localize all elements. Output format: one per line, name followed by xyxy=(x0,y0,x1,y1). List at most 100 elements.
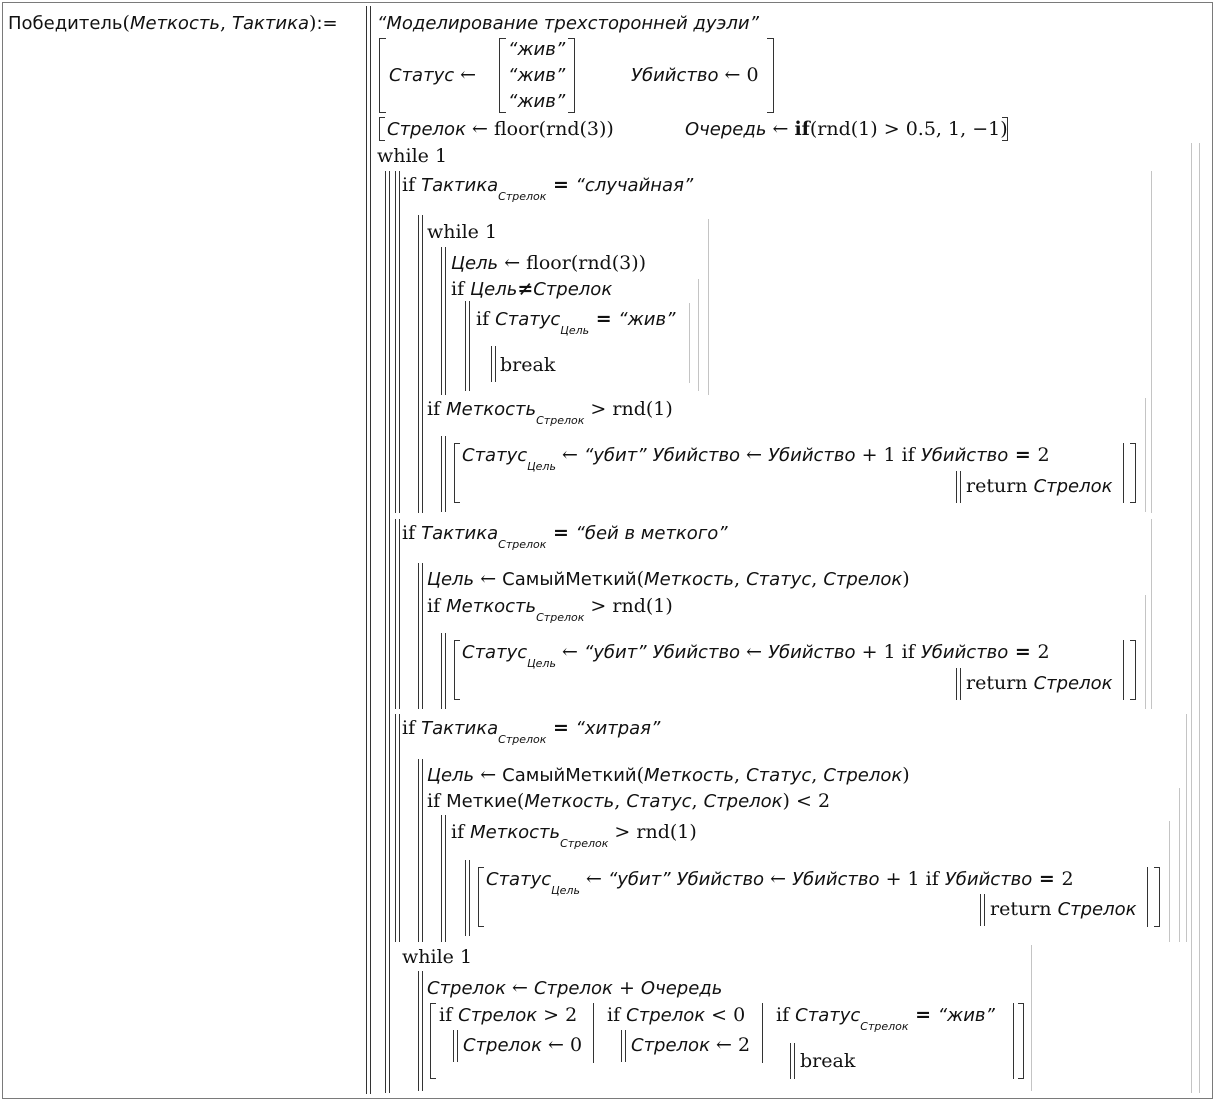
left-bracket xyxy=(454,443,460,503)
if-bar xyxy=(399,519,400,709)
outer-while-line[interactable]: while 1 xyxy=(377,145,448,167)
loop-bar xyxy=(389,171,390,1093)
left-bracket xyxy=(379,117,385,141)
region-boundary xyxy=(698,279,699,391)
if-bar xyxy=(469,301,470,391)
if-accuracy-hit[interactable]: if МеткостьСтрелок > rnd(1) xyxy=(451,821,697,850)
if-bar xyxy=(445,815,446,942)
if-bar xyxy=(469,860,470,936)
if-bar xyxy=(956,471,957,503)
loop-bar xyxy=(385,171,386,1093)
if-bar xyxy=(960,471,961,503)
comment-string[interactable]: “Моделирование трехсторонней дуэли” xyxy=(377,13,759,34)
kill-statement-line[interactable]: СтатусЦель ← “убит” Убийство ← Убийство … xyxy=(462,641,1050,670)
region-boundary xyxy=(1191,143,1192,1093)
return-shooter[interactable]: return Стрелок xyxy=(990,898,1137,920)
right-bracket xyxy=(1018,1003,1024,1079)
kill-statement-line[interactable]: СтатусЦель ← “убит” Убийство ← Убийство … xyxy=(462,444,1050,473)
if-bar xyxy=(395,519,396,709)
function-name: Победитель xyxy=(8,13,123,34)
region-boundary xyxy=(1169,821,1170,942)
shooter-init-line[interactable]: Стрелок ← floor(rnd(3)) xyxy=(387,118,614,140)
if-shooter-lt-0[interactable]: if Стрелок < 0 xyxy=(607,1004,746,1026)
loop-bar xyxy=(418,971,419,1091)
left-bracket xyxy=(454,640,460,700)
region-boundary xyxy=(1123,640,1124,700)
shooter-reset-two[interactable]: Стрелок ← 2 xyxy=(631,1034,751,1056)
return-shooter[interactable]: return Стрелок xyxy=(966,475,1113,497)
block-bar xyxy=(418,215,419,513)
loop-bar xyxy=(445,247,446,395)
region-boundary xyxy=(762,1003,763,1063)
if-bar xyxy=(984,894,985,926)
target-most-accurate-line[interactable]: Цель ← СамыйМеткий(Меткость, Статус, Стр… xyxy=(427,568,910,590)
if-bar xyxy=(441,436,442,512)
if-bar xyxy=(465,301,466,391)
if-shooter-gt-2[interactable]: if Стрелок > 2 xyxy=(439,1004,578,1026)
status-init-line[interactable]: Статус ← xyxy=(389,64,477,86)
region-boundary xyxy=(1145,595,1146,709)
target-most-accurate-line[interactable]: Цель ← СамыйМеткий(Меткость, Статус, Стр… xyxy=(427,764,910,786)
return-shooter[interactable]: return Стрелок xyxy=(966,672,1113,694)
region-boundary xyxy=(689,303,690,383)
kill-init-line[interactable]: Убийство ← 0 xyxy=(631,64,759,86)
if-bar xyxy=(445,436,446,512)
if-bar xyxy=(395,714,396,942)
program-bar xyxy=(366,6,367,1094)
if-bar xyxy=(625,1030,626,1062)
if-shooter-alive[interactable]: if СтатусСтрелок = “жив” xyxy=(776,1004,995,1033)
target-random-line[interactable]: Цель ← floor(rnd(3)) xyxy=(451,252,647,274)
matrix-right-bracket xyxy=(568,38,575,113)
if-accurate-count[interactable]: if Меткие(Меткость, Статус, Стрелок) < 2 xyxy=(427,790,831,812)
block-bar xyxy=(422,759,423,942)
if-bar xyxy=(399,714,400,942)
right-bracket xyxy=(767,38,774,113)
region-boundary xyxy=(1031,945,1032,1091)
if-target-not-shooter[interactable]: if Цель≠Стрелок xyxy=(451,278,613,300)
status-value-2: “жив” xyxy=(508,65,566,86)
turn-while-line[interactable]: while 1 xyxy=(402,946,473,968)
kill-statement-line[interactable]: СтатусЦель ← “убит” Убийство ← Убийство … xyxy=(486,868,1074,897)
region-boundary xyxy=(1147,867,1148,927)
region-boundary xyxy=(1199,143,1200,1093)
if-bar xyxy=(491,346,492,382)
region-boundary xyxy=(1151,519,1152,709)
region-boundary xyxy=(593,1003,594,1063)
if-bar xyxy=(956,668,957,700)
region-boundary xyxy=(1179,788,1180,942)
if-bar xyxy=(790,1043,791,1079)
if-bar xyxy=(980,894,981,926)
if-bar xyxy=(441,633,442,709)
loop-bar xyxy=(441,247,442,395)
if-tactic-sly[interactable]: if ТактикаСтрелок = “хитрая” xyxy=(402,717,661,746)
shooter-advance-line[interactable]: Стрелок ← Стрелок + Очередь xyxy=(427,977,723,999)
order-init-line[interactable]: Очередь ← if(rnd(1) > 0.5, 1, −1) xyxy=(685,118,1008,140)
region-boundary xyxy=(1145,398,1146,512)
left-bracket xyxy=(478,867,484,927)
break-statement[interactable]: break xyxy=(500,354,556,376)
if-bar xyxy=(453,1030,454,1062)
right-bracket xyxy=(1002,117,1008,141)
function-definition-header[interactable]: Победитель(Меткость, Тактика):= xyxy=(8,12,338,34)
status-value-1: “жив” xyxy=(508,39,566,60)
define-operator: := xyxy=(316,13,338,34)
right-bracket xyxy=(1154,867,1160,927)
shooter-reset-zero[interactable]: Стрелок ← 0 xyxy=(463,1034,583,1056)
if-bar xyxy=(465,860,466,936)
if-accuracy-hit[interactable]: if МеткостьСтрелок > rnd(1) xyxy=(427,398,673,427)
left-bracket xyxy=(430,1003,436,1079)
if-tactic-aim-best[interactable]: if ТактикаСтрелок = “бей в меткого” xyxy=(402,522,728,551)
if-accuracy-hit[interactable]: if МеткостьСтрелок > rnd(1) xyxy=(427,595,673,624)
break-statement[interactable]: break xyxy=(800,1050,856,1072)
region-boundary xyxy=(1013,1003,1014,1079)
if-bar xyxy=(395,171,396,513)
inner-while-line[interactable]: while 1 xyxy=(427,221,498,243)
region-boundary xyxy=(708,219,709,395)
param-accuracy: Меткость xyxy=(129,13,220,34)
block-bar xyxy=(418,759,419,942)
left-bracket xyxy=(379,38,386,113)
if-tactic-random[interactable]: if ТактикаСтрелок = “случайная” xyxy=(402,174,694,203)
if-target-alive[interactable]: if СтатусЦель = “жив” xyxy=(476,308,676,337)
region-boundary xyxy=(1151,171,1152,513)
